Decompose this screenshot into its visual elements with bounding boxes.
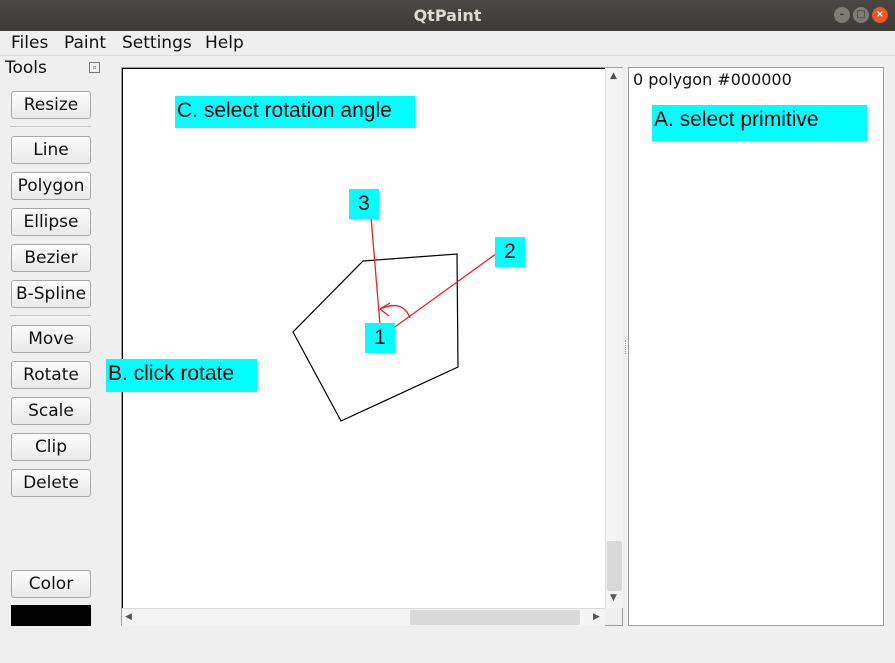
rotation-arrow-icon xyxy=(379,302,391,317)
minimize-icon[interactable]: – xyxy=(834,7,850,23)
scroll-up-icon[interactable]: ▲ xyxy=(610,71,617,81)
canvas-border-left xyxy=(122,68,123,609)
menu-help[interactable]: Help xyxy=(205,33,244,53)
canvas-border-top xyxy=(122,68,605,69)
polygon-primitive xyxy=(292,253,459,422)
rotation-line-to-3 xyxy=(369,204,382,338)
point-label-2: 2 xyxy=(495,237,525,267)
tool-separator xyxy=(10,315,91,316)
annotation-b: B. click rotate xyxy=(106,359,257,392)
move-button[interactable]: Move xyxy=(11,325,91,353)
point-label-1: 1 xyxy=(365,323,395,353)
rotation-line-to-2 xyxy=(380,250,501,338)
scroll-right-icon[interactable]: ▶ xyxy=(593,612,600,622)
canvas-horizontal-scrollbar[interactable]: ◀ ▶ xyxy=(122,608,605,626)
clip-button[interactable]: Clip xyxy=(11,433,91,461)
scroll-down-icon[interactable]: ▼ xyxy=(610,593,617,603)
menu-bar: Files Paint Settings Help xyxy=(0,31,895,56)
drawing-canvas[interactable] xyxy=(121,67,623,626)
resize-button[interactable]: Resize xyxy=(11,91,91,119)
menu-settings[interactable]: Settings xyxy=(122,33,192,53)
ellipse-button[interactable]: Ellipse xyxy=(11,208,91,236)
point-label-3: 3 xyxy=(349,189,379,219)
annotation-a: A. select primitive xyxy=(652,105,867,141)
current-color-swatch[interactable] xyxy=(11,605,91,626)
list-item[interactable]: 0 polygon #000000 xyxy=(633,70,792,89)
dock-float-icon[interactable]: ▫ xyxy=(89,62,100,73)
tools-dock-title: Tools xyxy=(5,58,47,78)
canvas-vertical-scrollbar[interactable]: ▲ ▼ xyxy=(605,68,623,608)
tool-separator xyxy=(10,126,91,127)
rotate-button[interactable]: Rotate xyxy=(11,361,91,389)
vertical-scroll-thumb[interactable] xyxy=(607,541,622,591)
menu-files[interactable]: Files xyxy=(11,33,49,53)
bspline-button[interactable]: B-Spline xyxy=(11,280,91,308)
scale-button[interactable]: Scale xyxy=(11,397,91,425)
bezier-button[interactable]: Bezier xyxy=(11,244,91,272)
scroll-corner xyxy=(605,608,622,625)
maximize-icon[interactable]: □ xyxy=(853,7,869,23)
polygon-button[interactable]: Polygon xyxy=(11,172,91,200)
delete-button[interactable]: Delete xyxy=(11,469,91,497)
window-title: QtPaint xyxy=(413,6,482,25)
rotation-angle-arc xyxy=(379,304,411,319)
horizontal-scroll-thumb[interactable] xyxy=(410,610,580,625)
title-bar: QtPaint – □ × xyxy=(0,0,895,31)
annotation-c: C. select rotation angle xyxy=(175,96,415,128)
color-button[interactable]: Color xyxy=(11,570,91,598)
splitter-handle[interactable] xyxy=(625,340,628,354)
menu-paint[interactable]: Paint xyxy=(64,33,107,53)
scroll-left-icon[interactable]: ◀ xyxy=(125,612,132,622)
close-icon[interactable]: × xyxy=(872,7,888,23)
primitive-list: 0 polygon #000000 xyxy=(628,67,884,626)
line-button[interactable]: Line xyxy=(11,136,91,164)
